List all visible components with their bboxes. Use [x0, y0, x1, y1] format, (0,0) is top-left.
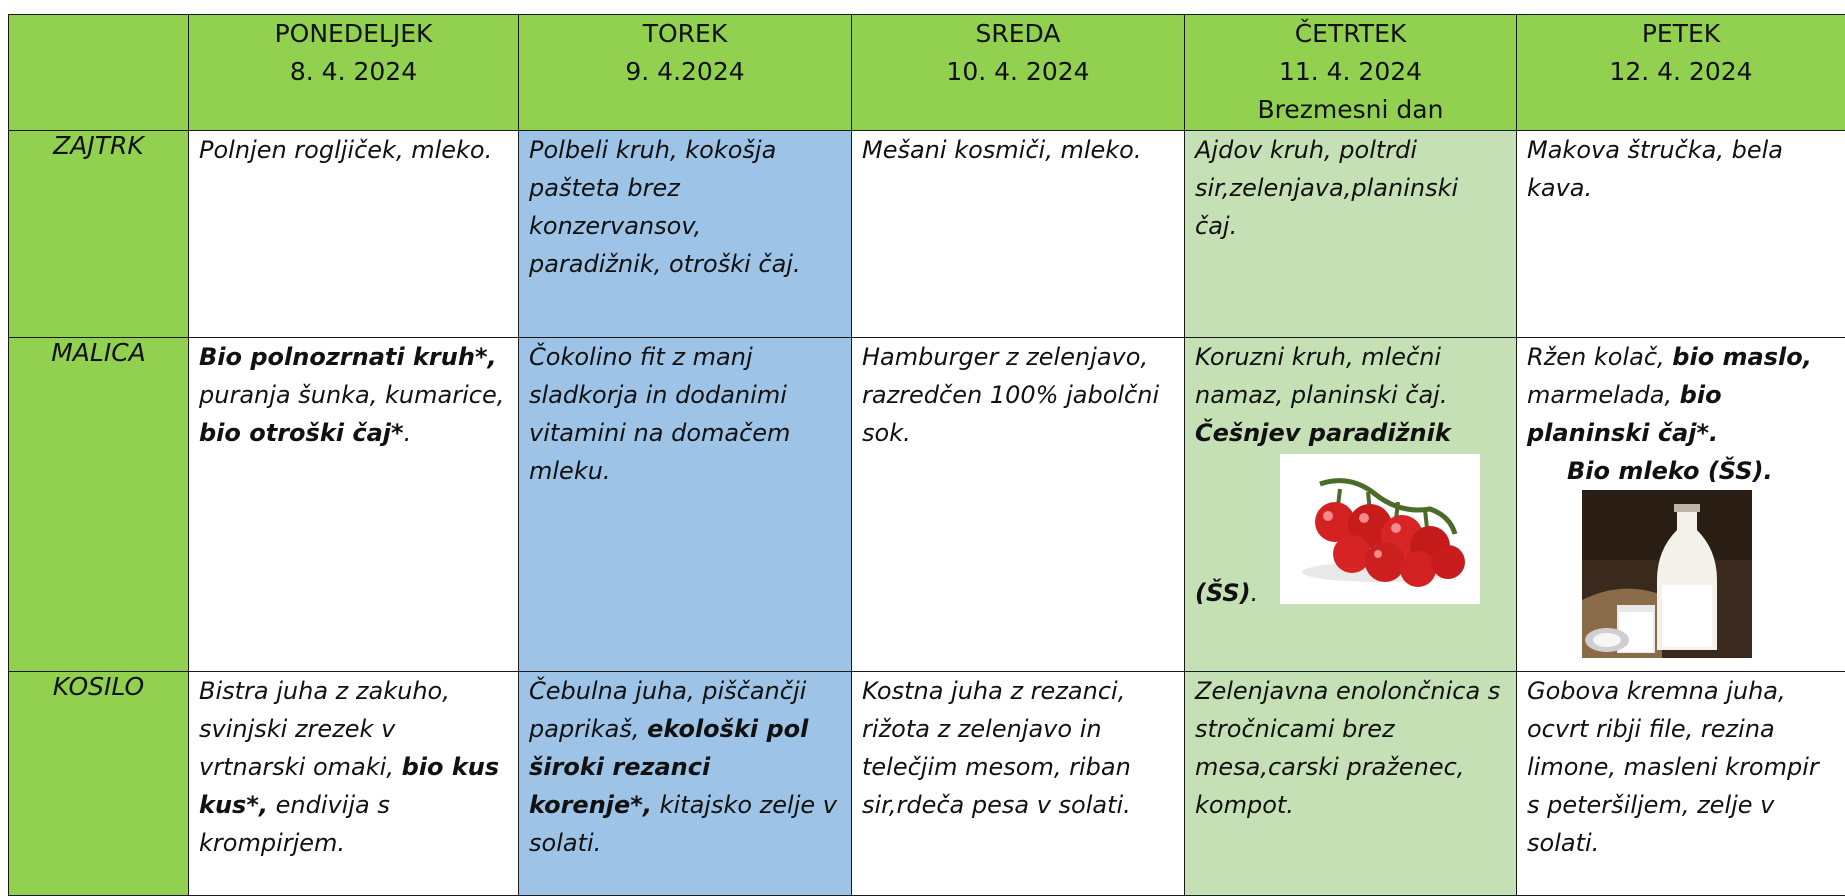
menu-text-bold: Bio polnozrnati kruh*,	[199, 343, 497, 371]
cherry-tomatoes-photo	[1280, 454, 1480, 604]
menu-text: Polbeli kruh, kokošja pašteta brez konze…	[529, 136, 801, 278]
cell-malica-tuesday: Čokolino fit z manj sladkorja in dodanim…	[519, 338, 852, 672]
cell-kosilo-tuesday: Čebulna juha, piščančji paprikaš, ekološ…	[519, 672, 852, 896]
menu-text: puranja šunka, kumarice,	[199, 381, 504, 409]
day-name: ČETRTEK	[1195, 15, 1506, 53]
day-header-thursday: ČETRTEK 11. 4. 2024 Brezmesni dan	[1185, 15, 1517, 131]
meal-label-malica: MALICA	[9, 338, 189, 672]
cell-malica-thursday: Koruzni kruh, mlečni namaz, planinski ča…	[1185, 338, 1517, 672]
cell-zajtrk-tuesday: Polbeli kruh, kokošja pašteta brez konze…	[519, 131, 852, 338]
day-date: 12. 4. 2024	[1527, 53, 1835, 91]
day-name: PETEK	[1527, 15, 1835, 53]
day-note: Brezmesni dan	[1195, 91, 1506, 129]
meal-label-zajtrk: ZAJTRK	[9, 131, 189, 338]
header-corner	[9, 15, 189, 131]
meal-label-kosilo: KOSILO	[9, 672, 189, 896]
day-header-monday: PONEDELJEK 8. 4. 2024	[189, 15, 519, 131]
day-date: 9. 4.2024	[529, 53, 841, 91]
menu-text: Ajdov kruh, poltrdi sir,zelenjava,planin…	[1195, 136, 1458, 240]
menu-text: .	[1251, 579, 1259, 607]
day-header-friday: PETEK 12. 4. 2024	[1517, 15, 1845, 131]
milk-bottle-photo	[1582, 490, 1752, 658]
day-header-tuesday: TOREK 9. 4.2024	[519, 15, 852, 131]
cell-malica-wednesday: Hamburger z zelenjavo, razredčen 100% ja…	[852, 338, 1185, 672]
cell-kosilo-wednesday: Kostna juha z rezanci, rižota z zelenjav…	[852, 672, 1185, 896]
row-kosilo: KOSILO Bistra juha z zakuho, svinjski zr…	[9, 672, 1845, 896]
day-name: TOREK	[529, 15, 841, 53]
menu-text: Čokolino fit z manj sladkorja in dodanim…	[529, 343, 790, 485]
cell-malica-monday: Bio polnozrnati kruh*, puranja šunka, ku…	[189, 338, 519, 672]
day-date: 10. 4. 2024	[862, 53, 1174, 91]
cell-malica-friday: Ržen kolač, bio maslo, marmelada, bio pl…	[1517, 338, 1845, 672]
menu-text: Polnjen rogljiček, mleko.	[199, 136, 492, 164]
menu-text: marmelada,	[1527, 381, 1680, 409]
row-malica: MALICA Bio polnozrnati kruh*, puranja šu…	[9, 338, 1845, 672]
menu-text-bold: bio maslo,	[1672, 343, 1812, 371]
menu-text: Hamburger z zelenjavo, razredčen 100% ja…	[862, 343, 1159, 447]
cell-kosilo-friday: Gobova kremna juha, ocvrt ribji file, re…	[1517, 672, 1845, 896]
menu-text: Mešani kosmiči, mleko.	[862, 136, 1141, 164]
cell-kosilo-monday: Bistra juha z zakuho, svinjski zrezek v …	[189, 672, 519, 896]
menu-text-bold: bio otroški čaj*	[199, 419, 404, 447]
menu-text: Gobova kremna juha, ocvrt ribji file, re…	[1527, 677, 1819, 857]
header-row: PONEDELJEK 8. 4. 2024 TOREK 9. 4.2024 SR…	[9, 15, 1845, 131]
milk-bottle-icon	[1582, 490, 1752, 658]
cell-zajtrk-friday: Makova štručka, bela kava.	[1517, 131, 1845, 338]
menu-text-bold: (ŠS)	[1195, 579, 1251, 607]
menu-text: Makova štručka, bela kava.	[1527, 136, 1783, 202]
cell-kosilo-thursday: Zelenjavna enolončnica s stročnicami bre…	[1185, 672, 1517, 896]
day-name: SREDA	[862, 15, 1174, 53]
row-zajtrk: ZAJTRK Polnjen rogljiček, mleko. Polbeli…	[9, 131, 1845, 338]
cell-zajtrk-monday: Polnjen rogljiček, mleko.	[189, 131, 519, 338]
menu-text-bold: Bio mleko (ŠS).	[1527, 452, 1835, 490]
menu-text: .	[404, 419, 412, 447]
weekly-menu-table: PONEDELJEK 8. 4. 2024 TOREK 9. 4.2024 SR…	[8, 14, 1845, 896]
day-date: 11. 4. 2024	[1195, 53, 1506, 91]
day-header-wednesday: SREDA 10. 4. 2024	[852, 15, 1185, 131]
menu-text-bold: Češnjev paradižnik	[1195, 419, 1451, 447]
cell-zajtrk-wednesday: Mešani kosmiči, mleko.	[852, 131, 1185, 338]
menu-text: Kostna juha z rezanci, rižota z zelenjav…	[862, 677, 1131, 819]
cherry-tomatoes-icon	[1280, 454, 1480, 604]
menu-text: Ržen kolač,	[1527, 343, 1672, 371]
day-date: 8. 4. 2024	[199, 53, 508, 91]
cell-zajtrk-thursday: Ajdov kruh, poltrdi sir,zelenjava,planin…	[1185, 131, 1517, 338]
cropped-title-strip	[0, 0, 1845, 14]
menu-text: Zelenjavna enolončnica s stročnicami bre…	[1195, 677, 1500, 819]
menu-text: Koruzni kruh, mlečni namaz, planinski ča…	[1195, 343, 1447, 409]
day-name: PONEDELJEK	[199, 15, 508, 53]
